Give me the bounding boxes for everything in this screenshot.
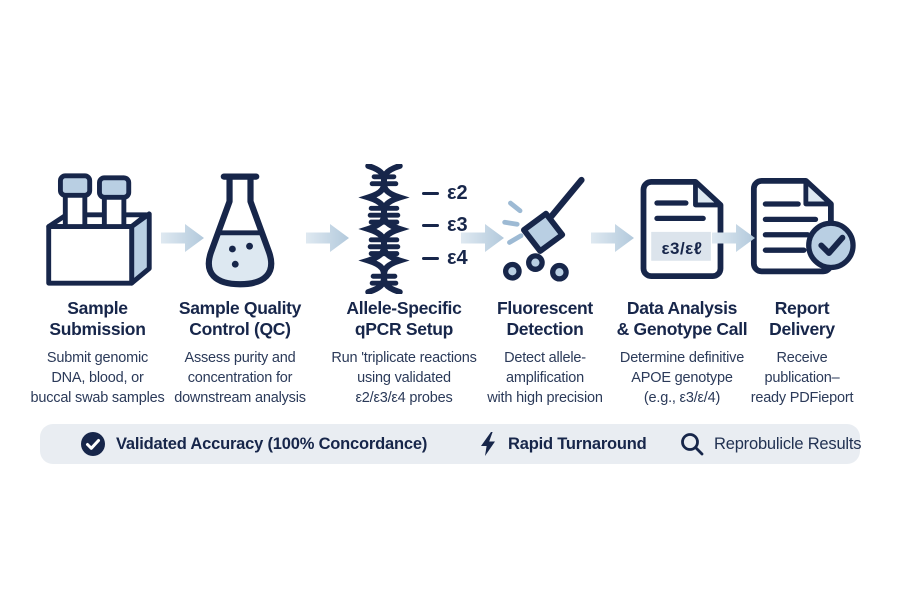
step-title: Data Analysis & Genotype Call <box>616 298 748 339</box>
step-title: Allele-Specific qPCR Setup <box>346 298 462 339</box>
step-report-delivery: Report Delivery Receive publication– rea… <box>736 160 868 408</box>
lightning-icon <box>481 432 495 456</box>
flow-arrow-icon <box>161 224 204 252</box>
feature-validated-accuracy: Validated Accuracy (100% Concordance) <box>80 424 427 464</box>
feature-rapid-turnaround: Rapid Turnaround <box>478 424 647 464</box>
step-data-analysis: ε3/εℓ Data Analysis & Genotype Call Dete… <box>606 160 758 408</box>
step-description: Determine definitive APOE genotype (e.g.… <box>619 350 745 406</box>
dna-helix-icon <box>358 164 410 294</box>
step-description: Detect allele- amplification with high p… <box>487 350 603 406</box>
feature-banner: Validated Accuracy (100% Concordance) Ra… <box>40 424 862 464</box>
step-qpcr-setup: ε2 ε3 ε4 Allele-Specific qPCR Setup Run … <box>326 160 482 408</box>
flow-arrow-icon <box>461 224 504 252</box>
step-title: Fluorescent Detection <box>497 298 593 339</box>
step-title: Report Delivery <box>769 298 835 339</box>
fluorescence-detector-icon <box>502 176 585 282</box>
step-sample-qc: Sample Quality Control (QC) Assess purit… <box>170 160 310 408</box>
genotype-document-icon <box>640 178 724 280</box>
allele-label-e2: ε2 <box>422 182 468 205</box>
genotype-call-label: ε3/εℓ <box>661 239 703 258</box>
flow-arrow-icon <box>306 224 349 252</box>
step-title: Sample Submission <box>49 298 146 339</box>
step-title: Sample Quality Control (QC) <box>178 298 302 339</box>
sample-box-icon <box>45 173 152 286</box>
tick-line <box>422 257 439 260</box>
step-description: Run 'triplicate reactions using validate… <box>331 350 477 406</box>
report-check-icon <box>750 177 856 275</box>
step-sample-submission: Sample Submission Submit genomic DNA, bl… <box>20 160 175 408</box>
step-description: Receive publication– ready PDFieport <box>750 350 854 406</box>
tick-line <box>422 224 439 227</box>
allele-label-e3: ε3 <box>422 214 468 237</box>
tick-line <box>422 192 439 195</box>
step-description: Submit genomic DNA, blood, or buccal swa… <box>30 350 165 406</box>
flask-icon <box>205 173 274 288</box>
flow-arrow-icon <box>591 224 634 252</box>
flow-arrow-icon <box>712 224 755 252</box>
allele-label-e4: ε4 <box>422 247 468 270</box>
magnifier-icon <box>681 433 704 456</box>
feature-reproducible-results: Reprobulicle Results <box>680 424 862 464</box>
step-description: Assess purity and concentration for down… <box>174 350 306 406</box>
check-circle-icon <box>81 432 105 456</box>
step-fluorescent-detection: Fluorescent Detection Detect allele- amp… <box>472 160 618 408</box>
